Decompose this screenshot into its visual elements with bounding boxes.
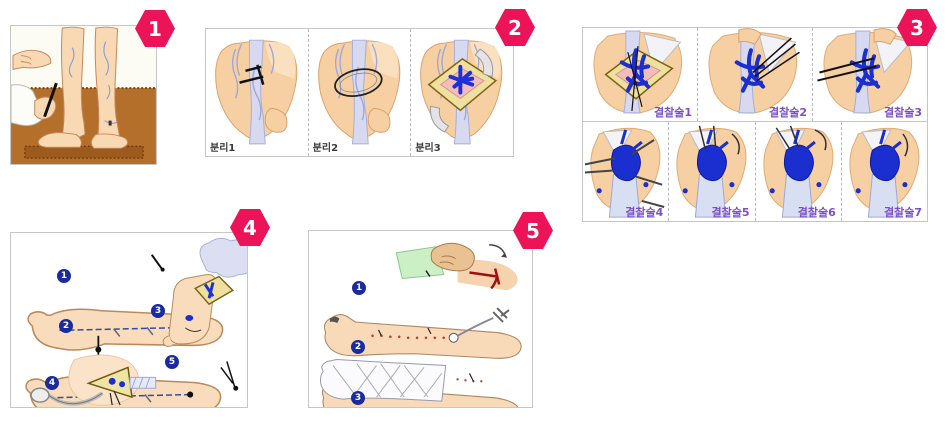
ligation-cell-6: 결찰술6 xyxy=(754,122,841,221)
panel-separation: 분리1 분리2 xyxy=(205,28,514,157)
clamp-lines xyxy=(775,125,827,151)
clamp-lines xyxy=(584,139,665,208)
step-2-number: 2 xyxy=(508,15,522,40)
step-5-number: 5 xyxy=(526,218,540,243)
step-circle: 2 xyxy=(59,319,73,333)
forceps-lines xyxy=(817,57,877,82)
panel-stripping: 1 2 3 4 5 xyxy=(10,232,248,408)
incision-marks xyxy=(239,64,265,85)
ligation-3-illustration xyxy=(817,28,927,121)
step-circle: 5 xyxy=(165,355,179,369)
cell-label: 분리1 xyxy=(210,143,236,154)
surgeon-hands xyxy=(11,49,57,127)
ligation-5-illustration xyxy=(669,125,754,221)
cell-label: 결찰술4 xyxy=(625,206,664,219)
cell-label: 분리3 xyxy=(415,143,441,154)
stripping-illustration xyxy=(11,237,247,407)
step-circle: 3 xyxy=(151,304,165,318)
clamp-lines xyxy=(698,125,741,155)
step-circle: 1 xyxy=(57,269,71,283)
forceps-lines xyxy=(752,37,800,82)
wire-handle xyxy=(492,307,510,323)
patient-legs xyxy=(37,26,129,149)
separation-cell-1: 분리1 xyxy=(206,29,308,156)
panel-vein-marking xyxy=(10,25,157,165)
bandage-wraps xyxy=(332,363,443,398)
foot-step-3 xyxy=(162,237,247,347)
vein-squiggles xyxy=(68,41,117,124)
panel-ligation: 결찰술1 결찰술2 xyxy=(582,27,928,222)
ligation-4-illustration xyxy=(584,122,665,221)
cell-label: 결찰술1 xyxy=(653,106,692,119)
bandage-step-3 xyxy=(319,359,483,402)
separation-2-illustration xyxy=(309,29,411,156)
ligation-cell-3: 결찰술3 xyxy=(812,28,927,121)
step-circle: 1 xyxy=(352,281,366,295)
avulsion-step-4 xyxy=(30,354,157,406)
cell-label: 결찰술2 xyxy=(768,106,807,119)
bandaging-illustration xyxy=(319,242,532,407)
step-1-badge: 1 xyxy=(135,10,175,47)
separation-cell-3: 분리3 xyxy=(410,29,513,156)
ligation-cell-1: 결찰술1 xyxy=(583,28,697,121)
suction-bulb xyxy=(30,387,50,403)
separation-cell-2: 분리2 xyxy=(307,29,411,156)
step-1-number: 1 xyxy=(148,16,162,41)
ligation-2-illustration xyxy=(698,28,800,121)
step-circle: 2 xyxy=(351,340,365,354)
step-4-number: 4 xyxy=(243,215,257,240)
wire-step-2 xyxy=(322,307,519,407)
separation-1-illustration xyxy=(206,29,308,156)
ligation-6-illustration xyxy=(756,125,841,221)
step-circle: 4 xyxy=(45,376,59,390)
pull-step-1 xyxy=(324,242,521,358)
marking-pen-icon xyxy=(43,82,112,126)
dotted-vein xyxy=(456,378,483,383)
panel-bandaging: 1 2 3 xyxy=(308,230,533,408)
ligation-cell-4: 결찰술4 xyxy=(583,122,668,221)
cell-label: 분리2 xyxy=(312,143,339,154)
cell-label: 결찰술5 xyxy=(711,206,750,219)
cell-label: 결찰술3 xyxy=(883,106,922,119)
ligation-cell-2: 결찰술2 xyxy=(697,28,812,121)
cell-label: 결찰술6 xyxy=(797,206,836,219)
step-circle: 3 xyxy=(351,391,365,405)
ligation-cell-7: 결찰술7 xyxy=(840,122,927,221)
ligation-cell-5: 결찰술5 xyxy=(668,122,754,221)
step-3-badge: 3 xyxy=(897,9,937,46)
stripper-rod-icon xyxy=(469,268,501,290)
cell-label: 결찰술7 xyxy=(883,206,922,219)
vein-cluster xyxy=(448,64,475,95)
separation-3-illustration xyxy=(411,29,513,156)
ligation-1-illustration xyxy=(583,28,697,121)
vein-marking-illustration xyxy=(11,26,156,164)
ligation-7-illustration xyxy=(842,122,927,221)
step-3-number: 3 xyxy=(910,15,924,40)
step-5-badge: 5 xyxy=(513,212,553,249)
